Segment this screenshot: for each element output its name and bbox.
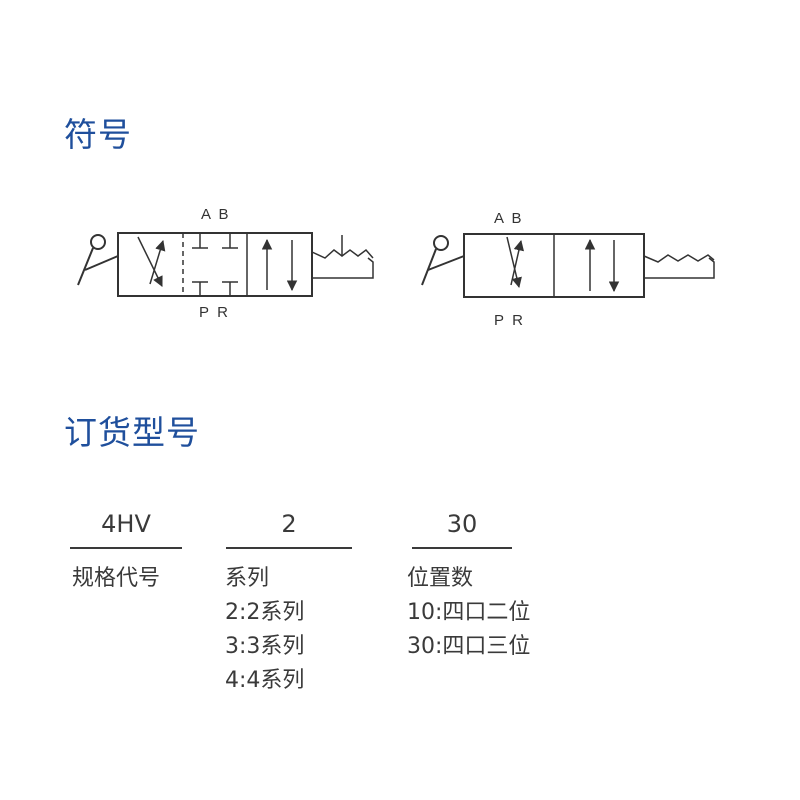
crossed-flow-box [137,236,166,287]
order-code-value: 4HV [101,510,151,538]
description-line: 规格代号 [72,566,161,591]
order-code-description: 系列 2:2系列 3:3系列 4:4系列 [225,562,304,698]
valve-body-left [117,232,313,297]
port-label-pr-right: P R [494,312,523,329]
port-label-ab-left: A B [201,206,229,223]
description-line: 10:四口二位 [407,600,531,625]
three-position-valve-symbol [77,232,374,297]
detent-right-2 [643,254,715,279]
divider [70,547,182,549]
closed-center-box [192,233,238,296]
description-line: 2:2系列 [225,600,305,625]
lever-actuator-left [77,234,119,286]
order-code-description: 位置数 10:四口二位 30:四口三位 [407,562,530,664]
order-code-value: 30 [446,510,478,538]
divider [226,547,352,549]
lever-actuator-right [421,235,465,286]
order-code-value: 2 [281,510,297,538]
description-line: 4:4系列 [225,668,305,693]
detent-right [311,235,374,279]
description-line: 系列 [225,566,270,591]
order-model-heading: 订货型号 [64,413,200,452]
parallel-flow-box-right [584,238,620,293]
symbol-heading: 符号 [64,115,132,154]
description-line: 30:四口三位 [407,634,531,659]
parallel-flow-box [261,238,298,292]
description-line: 3:3系列 [225,634,305,659]
port-label-pr-left: P R [199,304,228,321]
valve-symbol-diagram: A B P R A B P R [77,206,715,329]
two-position-valve-symbol [421,233,715,298]
crossed-flow-box-right [506,236,525,289]
divider [412,547,512,549]
description-line: 位置数 [407,566,474,591]
order-code-description: 规格代号 [72,562,160,596]
port-label-ab-right: A B [494,210,522,227]
